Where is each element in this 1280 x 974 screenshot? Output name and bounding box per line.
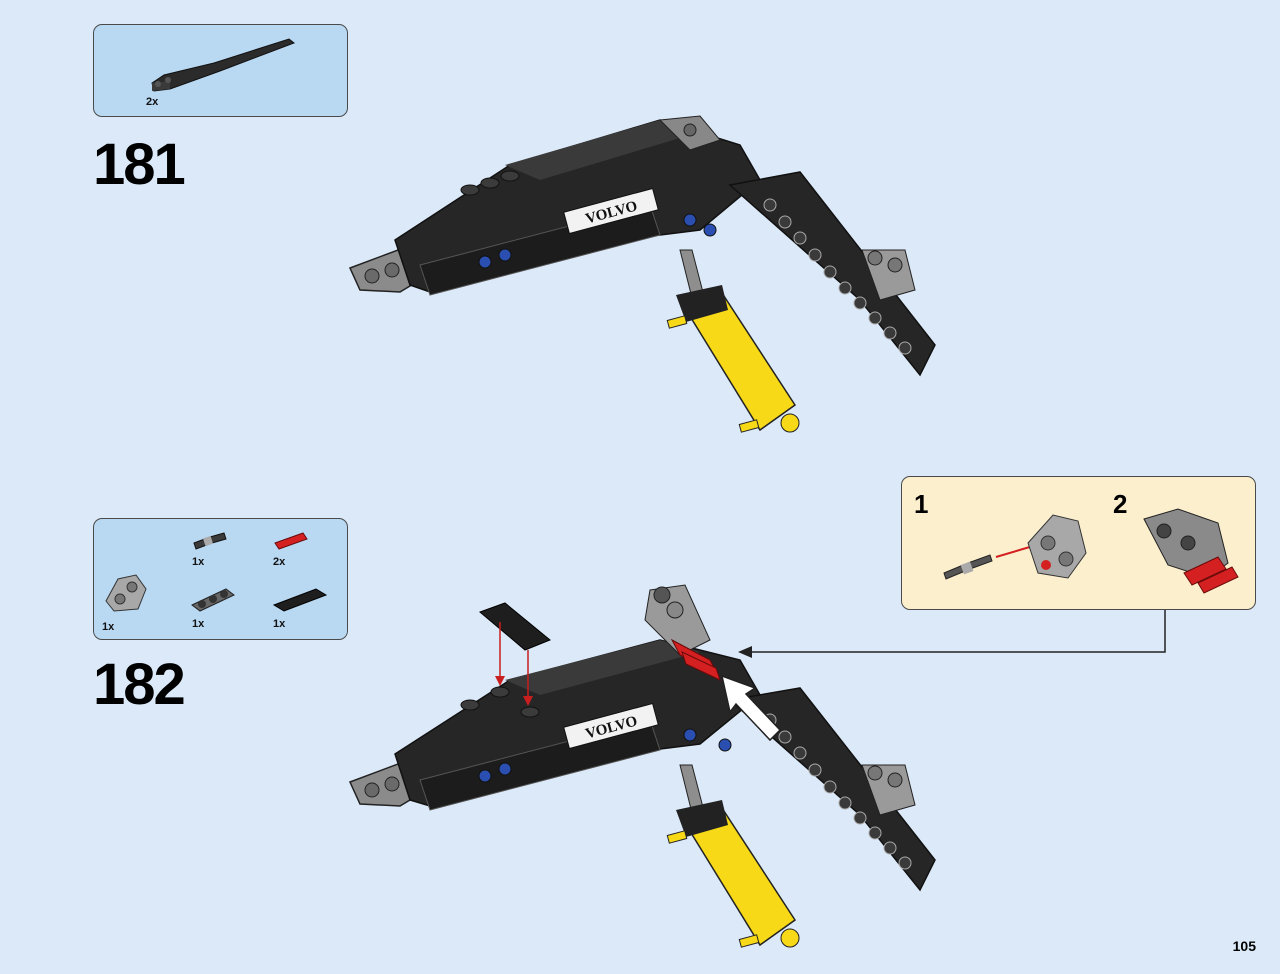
part-quantity: 1x: [192, 618, 205, 630]
black-tile-part-icon: [272, 588, 328, 612]
part-quantity: 2x: [273, 556, 286, 568]
curved-panel-part-icon: [151, 38, 295, 92]
step181-parts-box: 2x: [93, 24, 348, 117]
red-axle-pin-part-icon: [274, 532, 308, 550]
step-number: 181: [93, 132, 186, 197]
pin-with-axle-part-icon: [193, 532, 227, 550]
part-quantity: 1x: [102, 621, 115, 633]
substep1-illustration: [943, 514, 1087, 580]
substep2-illustration: [1143, 508, 1239, 594]
part-quantity: 1x: [192, 556, 205, 568]
substep-number: 1: [914, 489, 929, 519]
subassembly-callout-box: 1 2: [901, 476, 1256, 610]
step-number: 182: [93, 652, 186, 717]
substep-number: 2: [1113, 489, 1128, 519]
step182-parts-box: 1x 2x 1x 1x 1x: [93, 518, 348, 640]
part-quantity: 2x: [146, 96, 159, 108]
gray-connector-part-icon: [105, 574, 147, 612]
beam-3-part-icon: [191, 588, 235, 612]
part-quantity: 1x: [273, 618, 286, 630]
page-number: 105: [1232, 938, 1256, 954]
